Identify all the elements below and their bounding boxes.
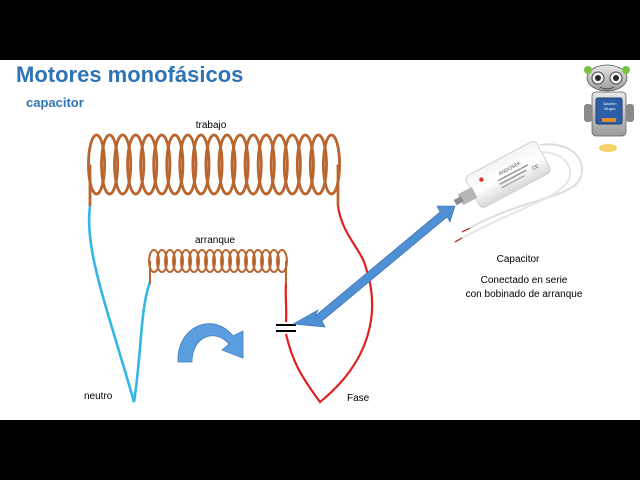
run-winding-coil [88,135,339,206]
label-description-line2: con bobinado de arranque [466,289,583,300]
rotation-arrow-icon [178,324,243,362]
label-fase: Fase [347,393,369,404]
label-neutro: neutro [84,391,112,402]
neutral-wire [89,206,150,402]
label-capacitor: Capacitor [497,254,540,265]
start-winding-coil [149,250,287,284]
motor-diagram: ANDOSEK CE [0,60,640,420]
label-trabajo: trabajo [196,120,227,131]
label-arranque: arranque [195,235,235,246]
capacitor-image: ANDOSEK CE [447,140,582,242]
robot-screen-text: Darmin Nugro [598,101,622,111]
robot-screen-line2: Nugro [598,106,622,111]
double-headed-arrow [293,206,455,327]
start-winding-phase-wire [286,282,287,322]
slide: Motores monofásicos capacitor [0,60,640,420]
capacitor-symbol [276,325,296,331]
label-description-line1: Conectado en serie [481,275,568,286]
